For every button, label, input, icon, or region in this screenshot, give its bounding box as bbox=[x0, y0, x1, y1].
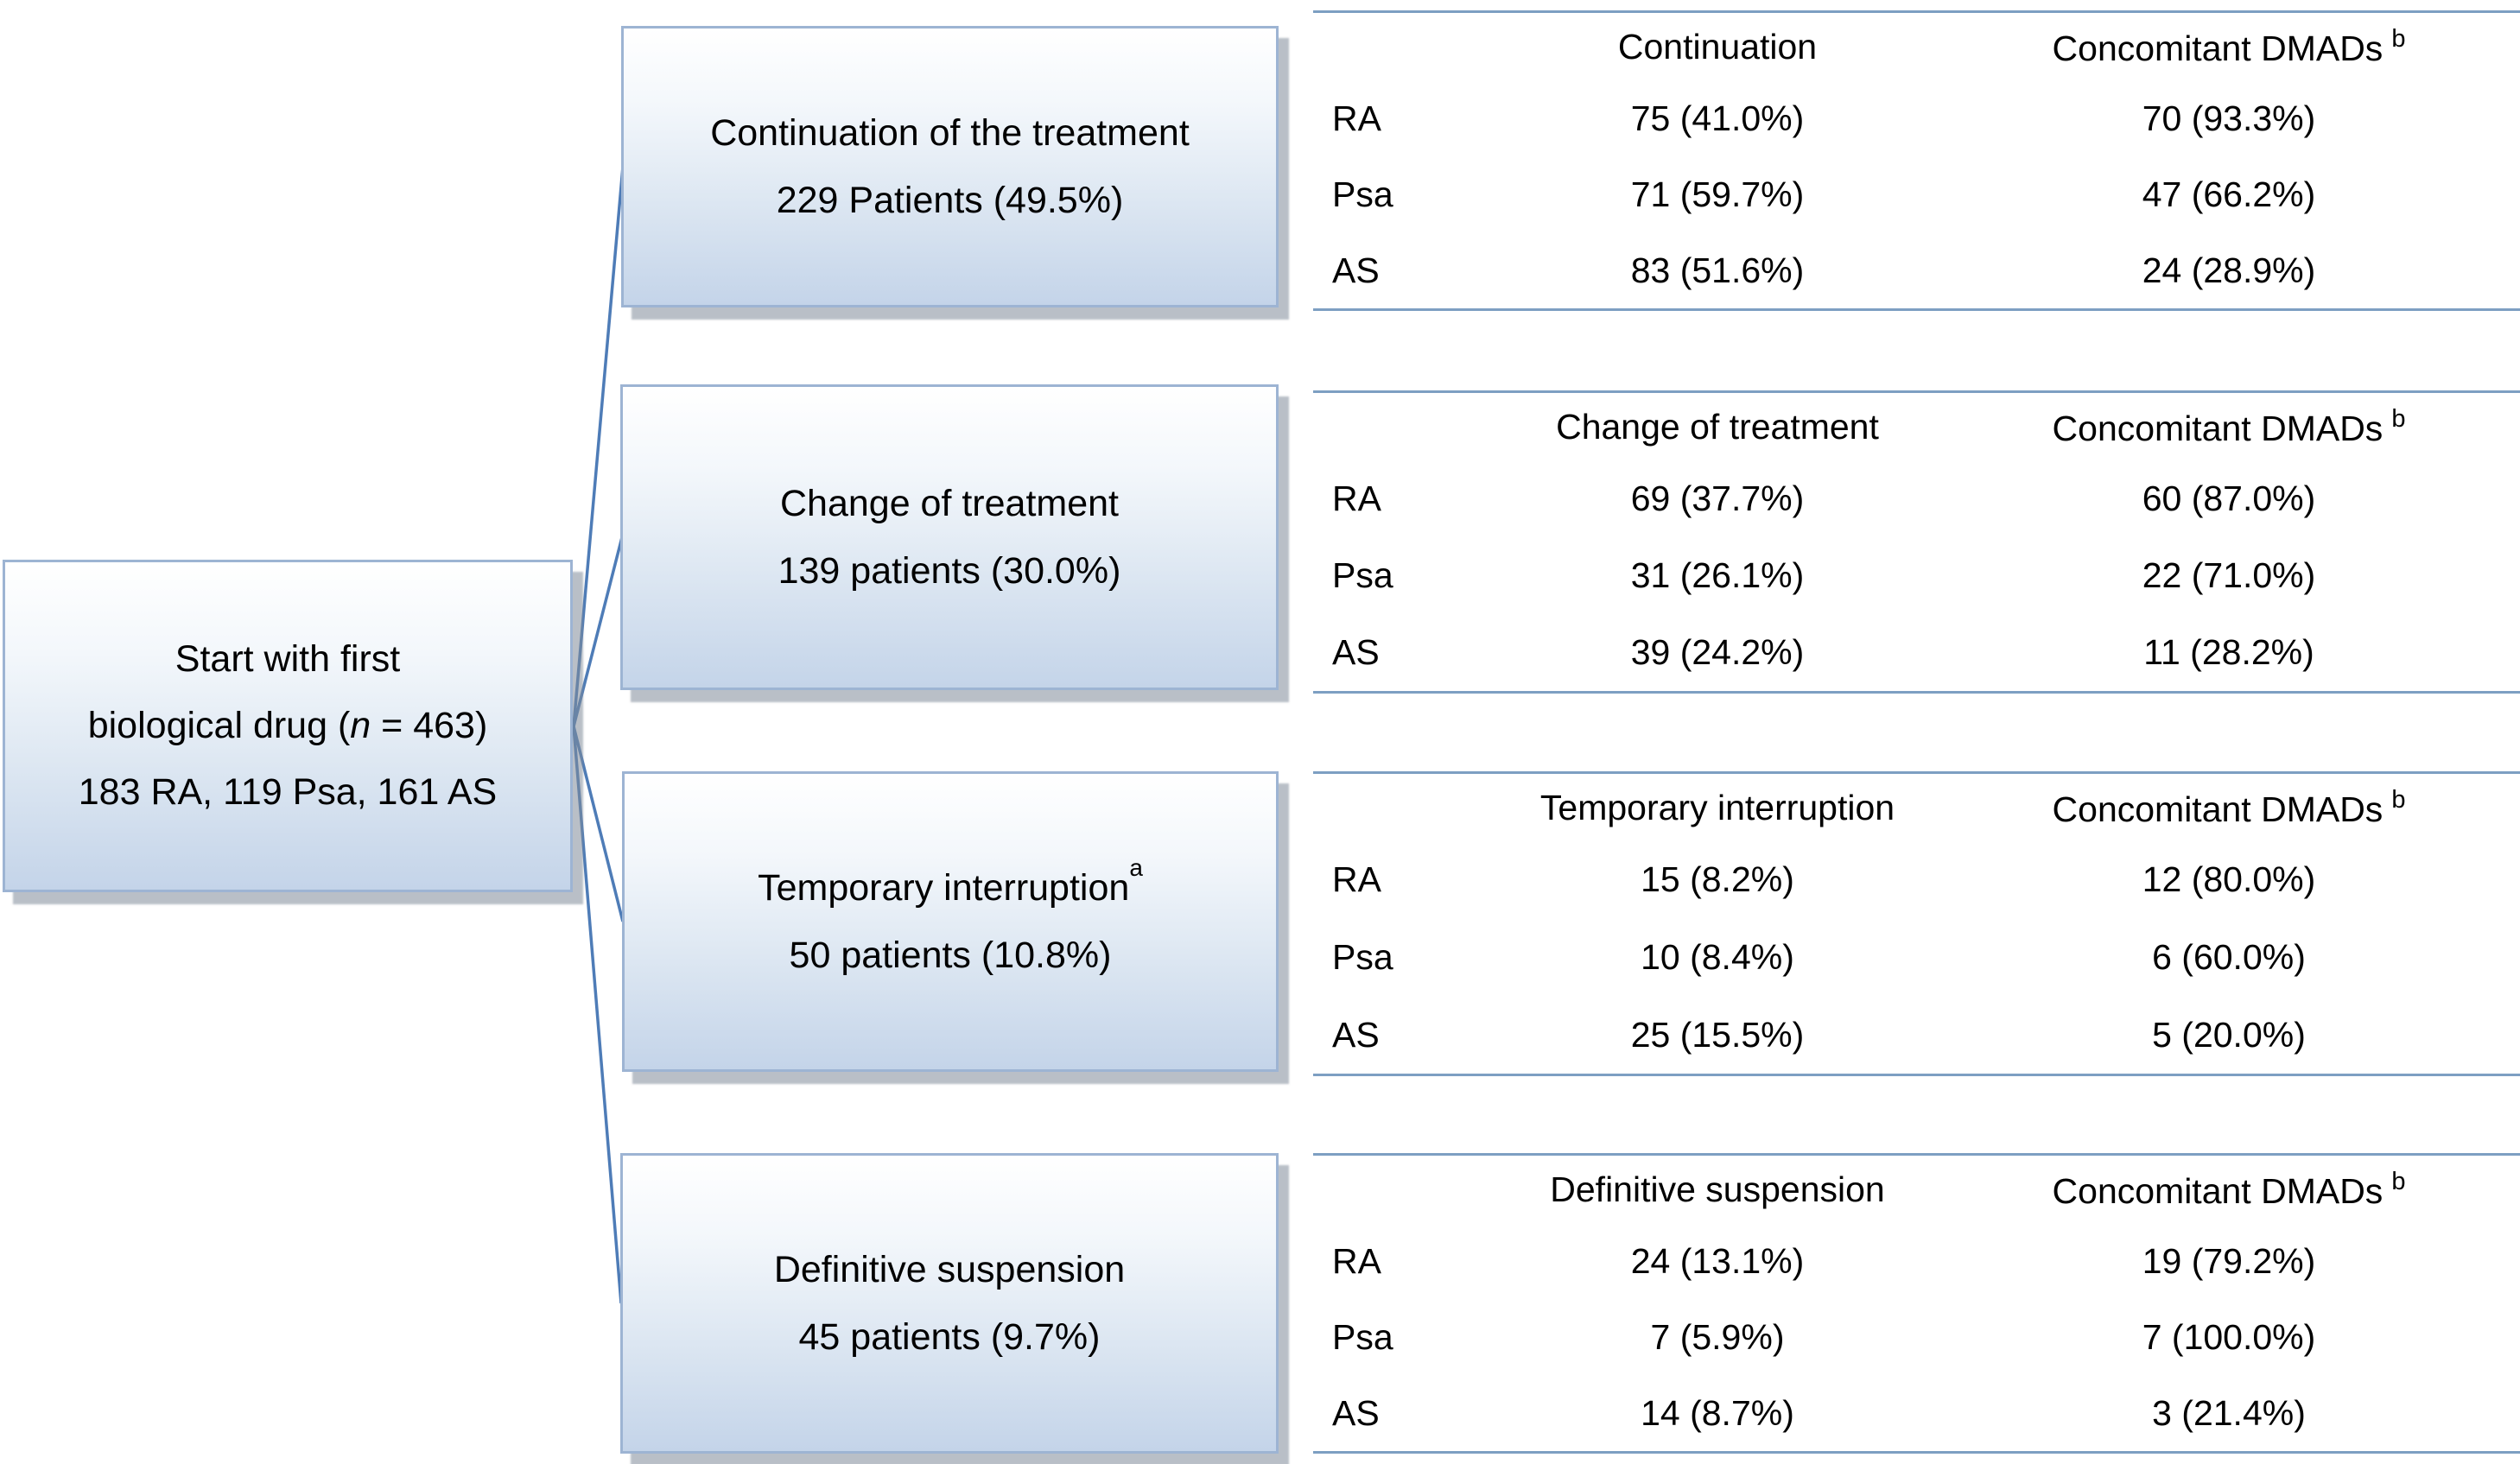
dmads-value: 24 (28.9%) bbox=[2142, 250, 2316, 290]
footnote-marker-a: a bbox=[1129, 854, 1143, 881]
table-header-row: Temporary interruption Concomitant DMADs… bbox=[1313, 774, 2520, 841]
dmads-value: 6 (60.0%) bbox=[2152, 936, 2306, 977]
row-label: Psa bbox=[1332, 1316, 1393, 1357]
dmads-value: 7 (100.0%) bbox=[2142, 1316, 2316, 1357]
connector-to-temporary bbox=[572, 726, 625, 922]
outcome-value: 75 (41.0%) bbox=[1630, 98, 1805, 138]
table-row: Psa 71 (59.7%) 47 (66.2%) bbox=[1313, 156, 2520, 232]
row-label: AS bbox=[1332, 1392, 1380, 1433]
connector-to-change bbox=[572, 536, 624, 727]
outcome-value: 71 (59.7%) bbox=[1630, 174, 1805, 214]
row-label: Psa bbox=[1332, 555, 1393, 595]
italic-n: n bbox=[350, 705, 371, 746]
start-box-line1: Start with first bbox=[175, 638, 401, 680]
dmads-value: 60 (87.0%) bbox=[2142, 478, 2316, 518]
dmads-value: 12 (80.0%) bbox=[2142, 859, 2316, 900]
footnote-marker-b: b bbox=[2391, 1167, 2406, 1195]
continuation-box: Continuation of the treatment 229 Patien… bbox=[621, 26, 1279, 307]
column-header-outcome: Temporary interruption bbox=[1539, 787, 1895, 827]
continuation-box-subtitle: 229 Patients (49.5%) bbox=[776, 180, 1124, 221]
outcome-value: 10 (8.4%) bbox=[1641, 936, 1794, 977]
temporary-box: Temporary interruptiona 50 patients (10.… bbox=[622, 771, 1279, 1072]
dmads-value: 47 (66.2%) bbox=[2142, 174, 2316, 214]
dmads-value: 22 (71.0%) bbox=[2142, 555, 2316, 595]
row-label: AS bbox=[1332, 250, 1380, 290]
start-box-line3: 183 RA, 119 Psa, 161 AS bbox=[78, 771, 498, 813]
outcome-value: 24 (13.1%) bbox=[1630, 1240, 1805, 1281]
outcome-value: 83 (51.6%) bbox=[1630, 250, 1805, 290]
outcome-value: 7 (5.9%) bbox=[1650, 1316, 1785, 1357]
table-row: Psa 10 (8.4%) 6 (60.0%) bbox=[1313, 919, 2520, 997]
column-header-outcome: Continuation bbox=[1617, 26, 1818, 67]
column-header-outcome: Definitive suspension bbox=[1550, 1169, 1885, 1209]
table-row: AS 25 (15.5%) 5 (20.0%) bbox=[1313, 996, 2520, 1074]
table-row: RA 75 (41.0%) 70 (93.3%) bbox=[1313, 80, 2520, 156]
row-label: RA bbox=[1332, 859, 1381, 900]
dmads-value: 5 (20.0%) bbox=[2152, 1014, 2306, 1055]
dmads-value: 11 (28.2%) bbox=[2143, 632, 2314, 672]
column-header-outcome: Change of treatment bbox=[1556, 406, 1879, 447]
start-box: Start with first biological drug (n = 46… bbox=[3, 560, 573, 892]
table-row: AS 14 (8.7%) 3 (21.4%) bbox=[1313, 1375, 2520, 1451]
row-label: AS bbox=[1332, 1014, 1380, 1055]
row-label: RA bbox=[1332, 98, 1381, 138]
temporary-box-subtitle: 50 patients (10.8%) bbox=[789, 935, 1112, 976]
change-box-subtitle: 139 patients (30.0%) bbox=[778, 550, 1121, 592]
outcome-value: 15 (8.2%) bbox=[1641, 859, 1794, 900]
table-row: RA 15 (8.2%) 12 (80.0%) bbox=[1313, 841, 2520, 919]
definitive-box-title: Definitive suspension bbox=[773, 1249, 1126, 1290]
connector-to-definitive bbox=[572, 726, 623, 1304]
footnote-marker-b: b bbox=[2391, 24, 2406, 53]
dmads-value: 19 (79.2%) bbox=[2142, 1240, 2316, 1281]
footnote-marker-b: b bbox=[2391, 785, 2406, 814]
change-box: Change of treatment 139 patients (30.0%) bbox=[620, 384, 1279, 690]
dmads-value: 3 (21.4%) bbox=[2152, 1392, 2306, 1433]
start-box-line2: biological drug (n = 463) bbox=[87, 705, 488, 746]
table-row: AS 83 (51.6%) 24 (28.9%) bbox=[1313, 232, 2520, 308]
row-label: Psa bbox=[1332, 936, 1393, 977]
continuation-box-title: Continuation of the treatment bbox=[710, 112, 1190, 154]
table-row: RA 69 (37.7%) 60 (87.0%) bbox=[1313, 460, 2520, 537]
definitive-box-subtitle: 45 patients (9.7%) bbox=[798, 1316, 1101, 1358]
change-box-title: Change of treatment bbox=[779, 483, 1120, 524]
outcome-value: 14 (8.7%) bbox=[1641, 1392, 1794, 1433]
outcome-value: 25 (15.5%) bbox=[1630, 1014, 1805, 1055]
dmads-value: 70 (93.3%) bbox=[2142, 98, 2316, 138]
definitive-box: Definitive suspension 45 patients (9.7%) bbox=[620, 1153, 1279, 1454]
row-label: Psa bbox=[1332, 174, 1393, 214]
temporary-box-title: Temporary interruptiona bbox=[758, 854, 1143, 909]
temporary-table: Temporary interruption Concomitant DMADs… bbox=[1313, 771, 2520, 1076]
table-row: Psa 31 (26.1%) 22 (71.0%) bbox=[1313, 537, 2520, 614]
outcome-value: 31 (26.1%) bbox=[1630, 555, 1805, 595]
outcome-value: 39 (24.2%) bbox=[1630, 632, 1805, 672]
footnote-marker-b: b bbox=[2391, 404, 2406, 433]
row-label: RA bbox=[1332, 1240, 1381, 1281]
row-label: AS bbox=[1332, 632, 1380, 672]
connector-to-continuation bbox=[572, 166, 625, 727]
row-label: RA bbox=[1332, 478, 1381, 518]
table-row: Psa 7 (5.9%) 7 (100.0%) bbox=[1313, 1299, 2520, 1375]
outcome-value: 69 (37.7%) bbox=[1630, 478, 1805, 518]
table-row: RA 24 (13.1%) 19 (79.2%) bbox=[1313, 1223, 2520, 1299]
table-row: AS 39 (24.2%) 11 (28.2%) bbox=[1313, 614, 2520, 691]
